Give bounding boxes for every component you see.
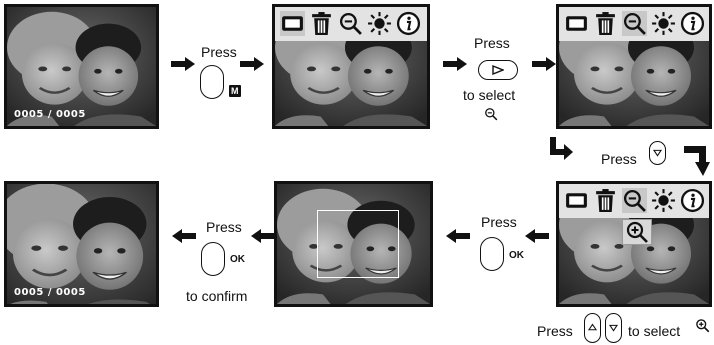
step-press-label: Press: [537, 323, 573, 339]
menu-bar: [559, 7, 709, 41]
screen-zoom-area-5: [274, 181, 433, 307]
step-to-confirm-label: to confirm: [186, 288, 248, 304]
trash-icon: [593, 11, 618, 36]
trash-icon: [593, 188, 618, 213]
down-button: [649, 141, 666, 165]
step-to-select-label: to select: [463, 87, 516, 103]
mode-badge: M: [229, 85, 241, 97]
ok-button: [201, 242, 225, 276]
brightness-icon: [367, 11, 392, 36]
zoom-out-icon: [622, 11, 647, 36]
arrow-right-icon: [531, 57, 557, 71]
ok-button: [480, 237, 504, 271]
screen-menu-2: [272, 4, 430, 129]
arrow-right-icon: [170, 57, 196, 71]
zoom-out-icon: [338, 11, 363, 36]
info-icon: [680, 11, 705, 36]
photo-counter: 0005 / 0005: [14, 287, 86, 298]
step-press-label: Press: [474, 35, 510, 51]
arrow-left-icon: [445, 229, 471, 243]
screen-zoomed-6: 0005 / 0005: [4, 181, 159, 307]
step-press-label: Press: [201, 44, 237, 60]
up-button: [584, 313, 601, 343]
arrow-right-icon: [442, 57, 468, 71]
step-press-label: Press: [601, 151, 637, 167]
photo: [7, 184, 156, 304]
photo-counter: 0005 / 0005: [14, 109, 86, 120]
info-icon: [396, 11, 421, 36]
arrow-bend-down-right-icon: [550, 137, 573, 160]
info-icon: [680, 188, 705, 213]
display-mode-icon: [280, 11, 305, 36]
mode-button: [200, 65, 224, 99]
zoom-area-frame: [317, 210, 399, 278]
arrow-right-icon: [239, 57, 265, 71]
zoom-out-icon: [622, 188, 647, 213]
menu-bar: [275, 7, 427, 41]
ok-label: OK: [230, 254, 245, 265]
arrow-left-icon: [171, 229, 197, 243]
brightness-icon: [651, 188, 676, 213]
zoom-out-icon: [484, 107, 498, 121]
zoom-in-icon: [695, 318, 710, 333]
menu-bar: [559, 184, 709, 218]
display-mode-icon: [564, 11, 589, 36]
arrow-left-icon: [524, 229, 550, 243]
screen-photo-1: 0005 / 0005: [4, 4, 159, 129]
right-button: [478, 60, 518, 80]
step-press-label: Press: [206, 219, 242, 235]
screen-menu-3: [556, 4, 712, 129]
down-button: [605, 313, 622, 343]
zoom-in-icon: [622, 219, 652, 245]
screen-menu-4: [556, 181, 712, 307]
trash-icon: [309, 11, 334, 36]
arrow-bend-down-icon: [684, 146, 710, 176]
display-mode-icon: [564, 188, 589, 213]
ok-label: OK: [509, 250, 524, 261]
arrow-left-icon: [250, 229, 276, 243]
step-to-select-label: to select: [628, 323, 681, 339]
step-press-label: Press: [481, 214, 517, 230]
brightness-icon: [651, 11, 676, 36]
